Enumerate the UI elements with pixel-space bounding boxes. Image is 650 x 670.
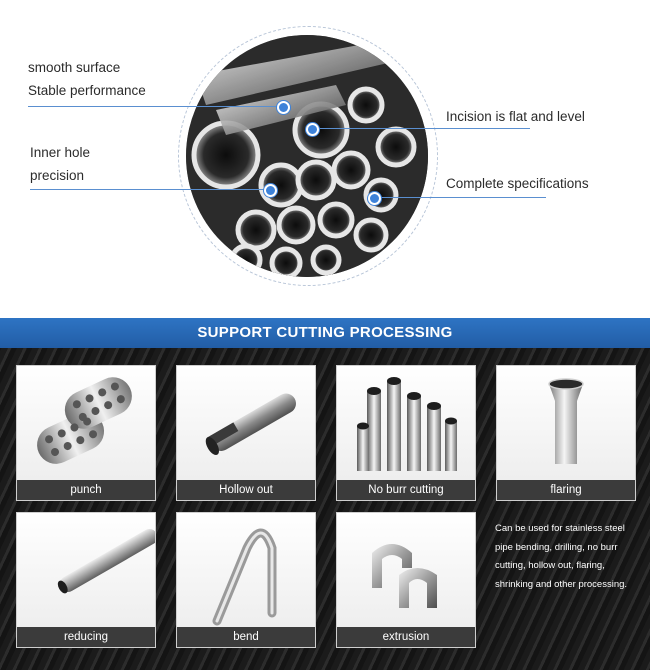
callout-text: Complete specifications <box>446 176 589 191</box>
callout-dot <box>306 123 319 136</box>
card-extrusion: extrusion <box>336 512 476 648</box>
processing-description: Can be used for stainless steel pipe ben… <box>495 523 628 590</box>
callout-text: Incision is flat and level <box>446 109 585 124</box>
circle-frame <box>178 26 438 286</box>
callout-text: precision <box>30 168 85 183</box>
callout-dot <box>264 184 277 197</box>
feature-section: smooth surface Stable performance Inner … <box>0 0 650 318</box>
callout-incision: Incision is flat and level <box>446 105 585 128</box>
card-caption: Hollow out <box>177 480 315 500</box>
callout-line <box>313 128 530 129</box>
no-burr-cutting-image <box>337 366 475 480</box>
card-caption: No burr cutting <box>337 480 475 500</box>
callout-text: smooth surface <box>28 60 121 75</box>
callout-dot <box>368 192 381 205</box>
card-flaring: flaring <box>496 365 636 501</box>
bend-image <box>177 513 315 627</box>
card-caption: punch <box>17 480 155 500</box>
pipes-illustration <box>186 35 428 277</box>
card-caption: extrusion <box>337 627 475 647</box>
callout-line <box>28 106 278 107</box>
section-banner: SUPPORT CUTTING PROCESSING <box>0 318 650 348</box>
card-hollow-out: Hollow out <box>176 365 316 501</box>
card-caption: bend <box>177 627 315 647</box>
callout-text: Inner hole <box>30 145 91 160</box>
callout-specifications: Complete specifications <box>446 172 589 195</box>
card-no-burr-cutting: No burr cutting <box>336 365 476 501</box>
hollow-out-image <box>177 366 315 480</box>
reducing-image <box>17 513 155 627</box>
callout-text: Stable performance <box>28 83 146 98</box>
callout-line <box>374 197 546 198</box>
punch-image <box>17 366 155 480</box>
callout-inner-hole: Inner hole precision <box>30 141 90 187</box>
card-reducing: reducing <box>16 512 156 648</box>
callout-smooth-surface: smooth surface Stable performance <box>28 56 146 102</box>
callout-line <box>30 189 266 190</box>
card-bend: bend <box>176 512 316 648</box>
steel-pipes-photo <box>186 35 428 277</box>
card-caption: reducing <box>17 627 155 647</box>
card-caption: flaring <box>497 480 635 500</box>
callout-dot <box>277 101 290 114</box>
extrusion-image <box>337 513 475 627</box>
card-punch: punch <box>16 365 156 501</box>
flaring-image <box>497 366 635 480</box>
